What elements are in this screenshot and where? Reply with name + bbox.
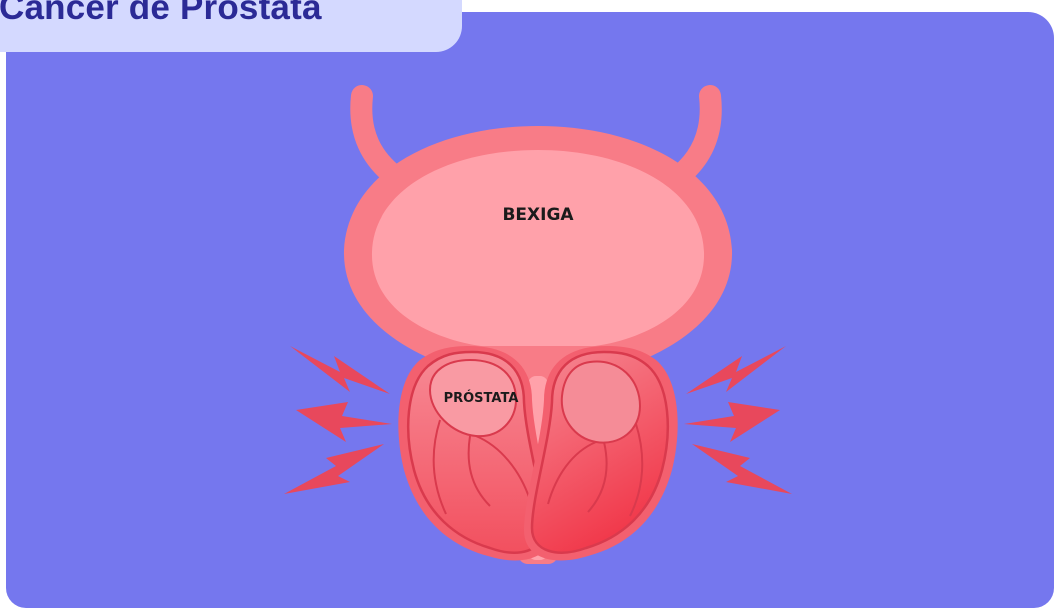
bladder-label: BEXIGA [502, 205, 574, 225]
pain-marks-right [684, 346, 792, 494]
page-title: Cancer de Prostata [0, 0, 322, 28]
title-tab: Cancer de Prostata [0, 0, 462, 52]
pain-marks-left [284, 346, 392, 494]
bladder [344, 126, 732, 380]
prostate-label: PRÓSTATA [444, 390, 519, 406]
